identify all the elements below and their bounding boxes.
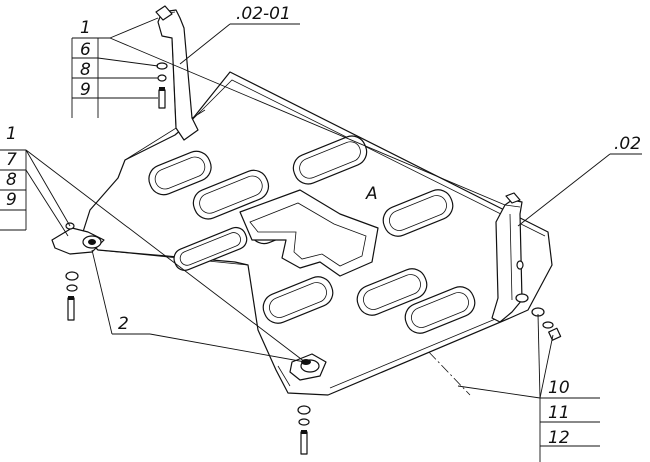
fastener-set-top <box>156 62 168 109</box>
callout-left-1: 1 <box>6 124 17 144</box>
plate-openings <box>148 135 476 334</box>
callout-fastener-2: 2 <box>118 314 129 334</box>
callout-left-8: 8 <box>6 170 17 190</box>
bracket-rear <box>157 9 199 141</box>
leader-lines <box>0 17 642 462</box>
callout-left-9: 9 <box>6 190 17 210</box>
callout-12: 12 <box>548 428 570 448</box>
plate-rear-edge <box>277 314 506 389</box>
callout-top-1: 1 <box>80 18 91 38</box>
callout-top-9: 9 <box>80 80 91 100</box>
callout-11: 11 <box>548 403 570 423</box>
callout-left-7: 7 <box>6 150 17 170</box>
callout-bracket-side: .02 <box>614 134 642 154</box>
fastener-set-left <box>51 222 105 321</box>
callout-top-6: 6 <box>80 40 91 60</box>
bracket-side <box>491 199 523 323</box>
callout-10: 10 <box>548 378 570 398</box>
plate-logo-emboss <box>239 189 379 277</box>
callout-bracket-rear: .02-01 <box>236 4 291 24</box>
fastener-set-bottom <box>289 353 327 455</box>
callout-plate-marking: A <box>366 184 378 204</box>
fastener-set-right <box>515 260 562 341</box>
callout-top-8: 8 <box>80 60 91 80</box>
